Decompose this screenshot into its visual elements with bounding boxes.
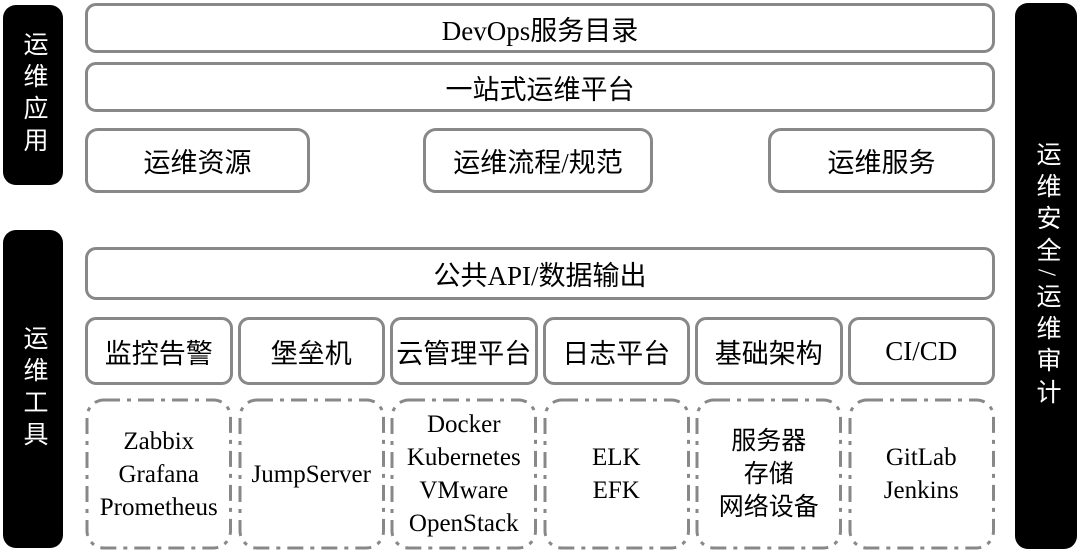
- category-box-log-platform: 日志平台: [542, 317, 690, 385]
- module-box-ops-resources: 运维资源: [85, 128, 310, 193]
- dashed-border: [695, 398, 842, 550]
- diagram-main-column: DevOps服务目录 一站式运维平台 运维资源 运维流程/规范 运维服务 公共A…: [85, 0, 995, 555]
- row-app-modules: 运维资源 运维流程/规范 运维服务: [85, 128, 995, 193]
- row-tool-categories: 监控告警 堡垒机 云管理平台 日志平台 基础架构 CI/CD: [85, 317, 995, 385]
- rail-ops-applications-label: 运维应用: [20, 31, 47, 159]
- tool-group-box-infrastructure: 服务器 存储 网络设备: [695, 398, 843, 550]
- tool-group-label: Docker Kubernetes VMware OpenStack: [406, 411, 521, 537]
- row-tool-groups: Zabbix Grafana Prometheus JumpServer Doc…: [85, 398, 995, 550]
- rail-ops-tools-label: 运维工具: [20, 325, 47, 453]
- box-devops-service-catalog: DevOps服务目录: [85, 3, 995, 53]
- dashed-border: [543, 398, 690, 550]
- tool-group-box-bastion: JumpServer: [238, 398, 386, 550]
- module-box-ops-services: 运维服务: [768, 128, 995, 193]
- dashed-border: [848, 398, 995, 550]
- tool-group-box-logging: ELK EFK: [543, 398, 691, 550]
- rail-ops-security-audit: 运维安全/运维审计: [1015, 3, 1077, 549]
- rail-ops-tools: 运维工具: [3, 230, 63, 548]
- tool-group-box-cicd: GitLab Jenkins: [848, 398, 996, 550]
- row-public-api: 公共API/数据输出: [85, 247, 995, 300]
- tool-group-label: ELK EFK: [591, 444, 641, 504]
- tool-group-label: Zabbix Grafana Prometheus: [99, 427, 218, 521]
- tool-group-label: 服务器 存储 网络设备: [718, 427, 819, 521]
- box-one-stop-ops-platform: 一站式运维平台: [85, 62, 995, 112]
- box-public-api-data-output: 公共API/数据输出: [85, 247, 995, 300]
- tool-group-label: GitLab Jenkins: [883, 444, 959, 504]
- category-box-monitoring-alerting: 监控告警: [85, 317, 233, 385]
- tool-group-label: JumpServer: [251, 460, 371, 488]
- module-box-ops-process-standards: 运维流程/规范: [423, 128, 653, 193]
- dashed-border: [390, 398, 537, 550]
- dashed-border: [85, 398, 232, 550]
- category-box-cloud-management: 云管理平台: [390, 317, 538, 385]
- rail-ops-applications: 运维应用: [3, 5, 63, 185]
- category-box-bastion-host: 堡垒机: [237, 317, 385, 385]
- rail-ops-security-audit-label: 运维安全/运维审计: [1033, 141, 1060, 411]
- category-box-infrastructure: 基础架构: [695, 317, 843, 385]
- dashed-border: [238, 398, 385, 550]
- row-service-catalog: DevOps服务目录: [85, 3, 995, 53]
- category-box-cicd: CI/CD: [847, 317, 995, 385]
- tool-group-box-cloud: Docker Kubernetes VMware OpenStack: [390, 398, 538, 550]
- row-platform: 一站式运维平台: [85, 62, 995, 112]
- tool-group-box-monitoring: Zabbix Grafana Prometheus: [85, 398, 233, 550]
